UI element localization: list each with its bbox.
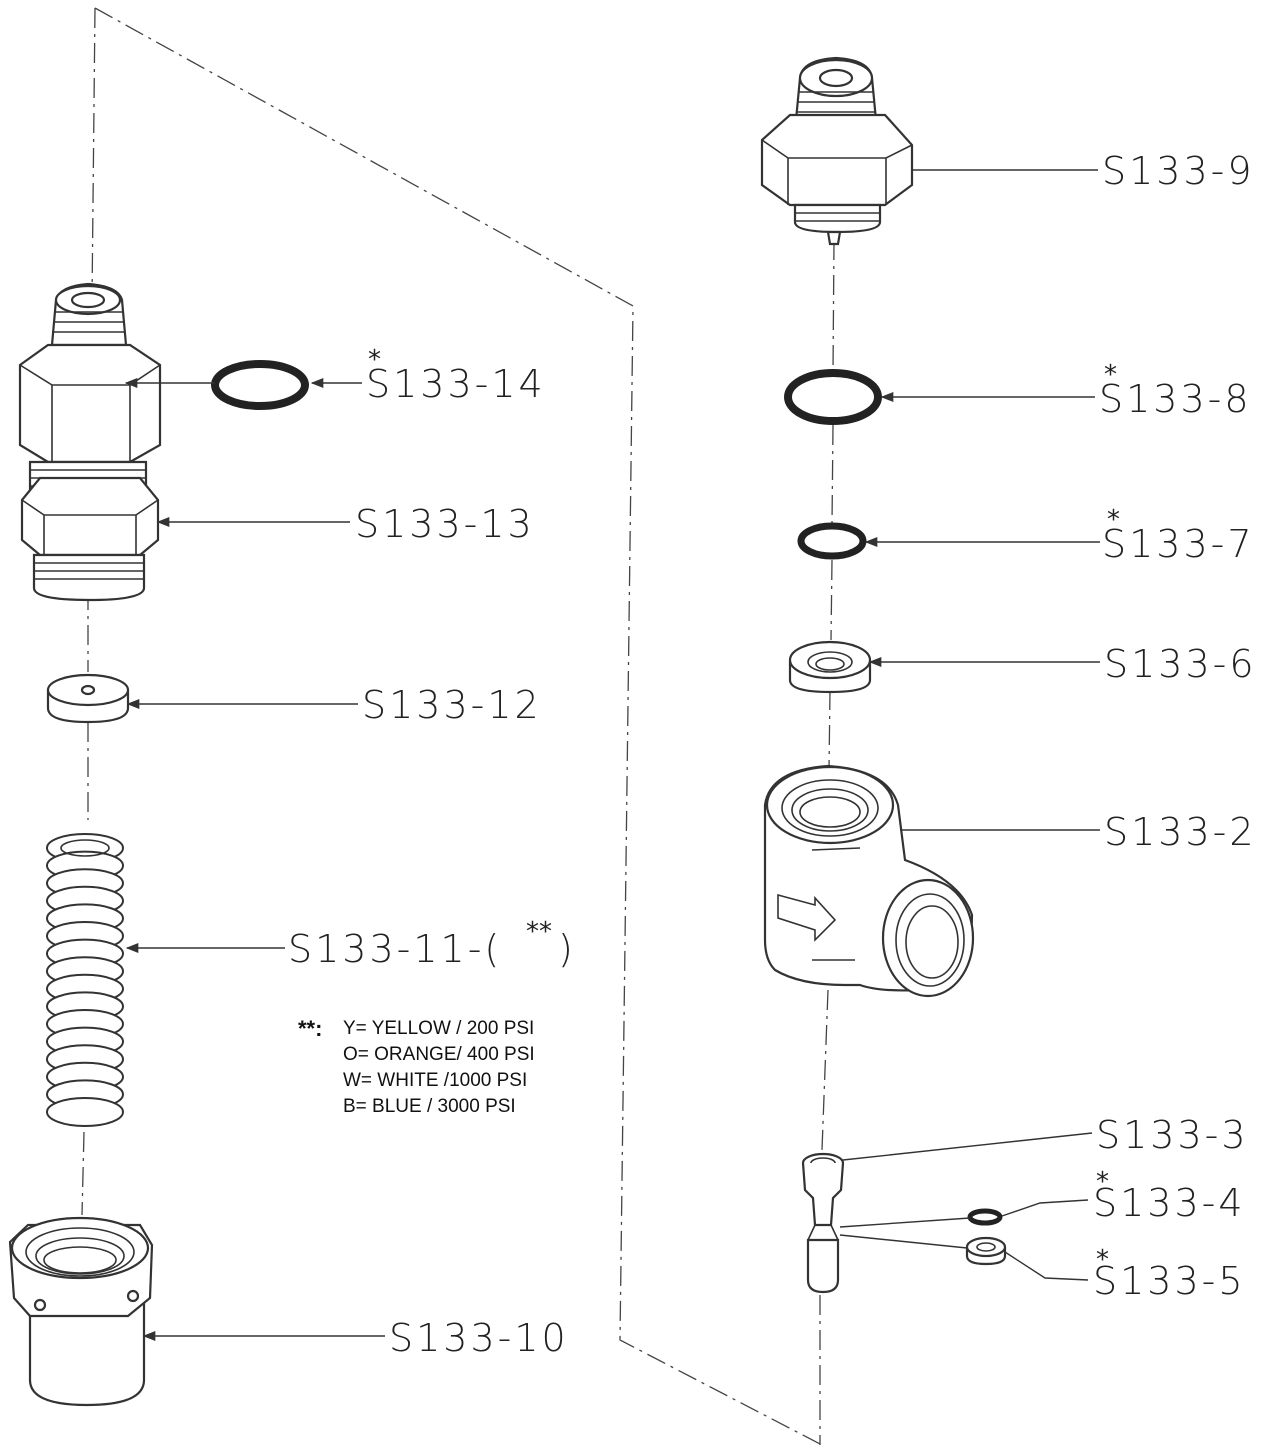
center-axes	[81, 239, 835, 1445]
note-line: W= WHITE /1000 PSI	[343, 1070, 527, 1091]
spring-rating-note: **: Y= YELLOW / 200 PSI O= ORANGE/ 400 P…	[298, 1016, 535, 1117]
star-marker: *	[1096, 1245, 1109, 1275]
part-s133-11-spring	[46, 833, 124, 1127]
label-s133-12: S133-12	[362, 683, 542, 727]
star-marker: *	[1096, 1167, 1109, 1197]
label-s133-11: S133-11-(	[288, 927, 502, 971]
label-s133-13: S133-13	[355, 502, 535, 546]
note-line: O= ORANGE/ 400 PSI	[343, 1044, 535, 1065]
part-s133-12-washer	[46, 673, 130, 724]
part-s133-6-seat	[788, 640, 872, 694]
label-s133-6: S133-6	[1104, 642, 1257, 686]
note-key: **:	[298, 1016, 322, 1041]
label-s133-4: S133-4	[1093, 1181, 1246, 1225]
callout-leaders	[124, 169, 1100, 1342]
assembly-plane-outline	[91, 7, 823, 1446]
star-marker: *	[368, 345, 381, 375]
callout-labels: * S133-14 S133-13 S133-12 S133-11-( ** )…	[288, 149, 1257, 1360]
star-marker: *	[1104, 360, 1117, 390]
spring-coil	[46, 1097, 124, 1127]
part-s133-14-13-fitting	[18, 282, 162, 602]
part-s133-7-oring	[797, 522, 867, 560]
star-marker: *	[1107, 505, 1120, 535]
label-s133-8: S133-8	[1099, 377, 1252, 421]
part-s133-5-backup-ring	[965, 1236, 1007, 1266]
label-s133-2: S133-2	[1104, 810, 1257, 854]
part-s133-3-poppet	[801, 1152, 845, 1294]
part-s133-8-oring	[784, 369, 882, 425]
label-s133-3: S133-3	[1096, 1113, 1249, 1157]
note-line: B= BLUE / 3000 PSI	[343, 1096, 516, 1117]
label-s133-9: S133-9	[1102, 149, 1255, 193]
spring-coil-inner	[60, 839, 110, 857]
part-s133-4-oring	[967, 1208, 1003, 1226]
double-star-marker: **	[526, 917, 552, 947]
part-s133-14-oring	[211, 360, 309, 410]
label-s133-11-close: )	[558, 927, 576, 971]
label-s133-10: S133-10	[389, 1316, 569, 1360]
part-s133-2-body	[763, 764, 975, 998]
part-s133-9-fitting	[760, 56, 914, 246]
note-line: Y= YELLOW / 200 PSI	[343, 1018, 534, 1039]
label-s133-7: S133-7	[1102, 522, 1255, 566]
part-s133-10-nut	[8, 1216, 154, 1407]
label-s133-14: S133-14	[366, 362, 546, 406]
label-s133-5: S133-5	[1093, 1259, 1246, 1303]
